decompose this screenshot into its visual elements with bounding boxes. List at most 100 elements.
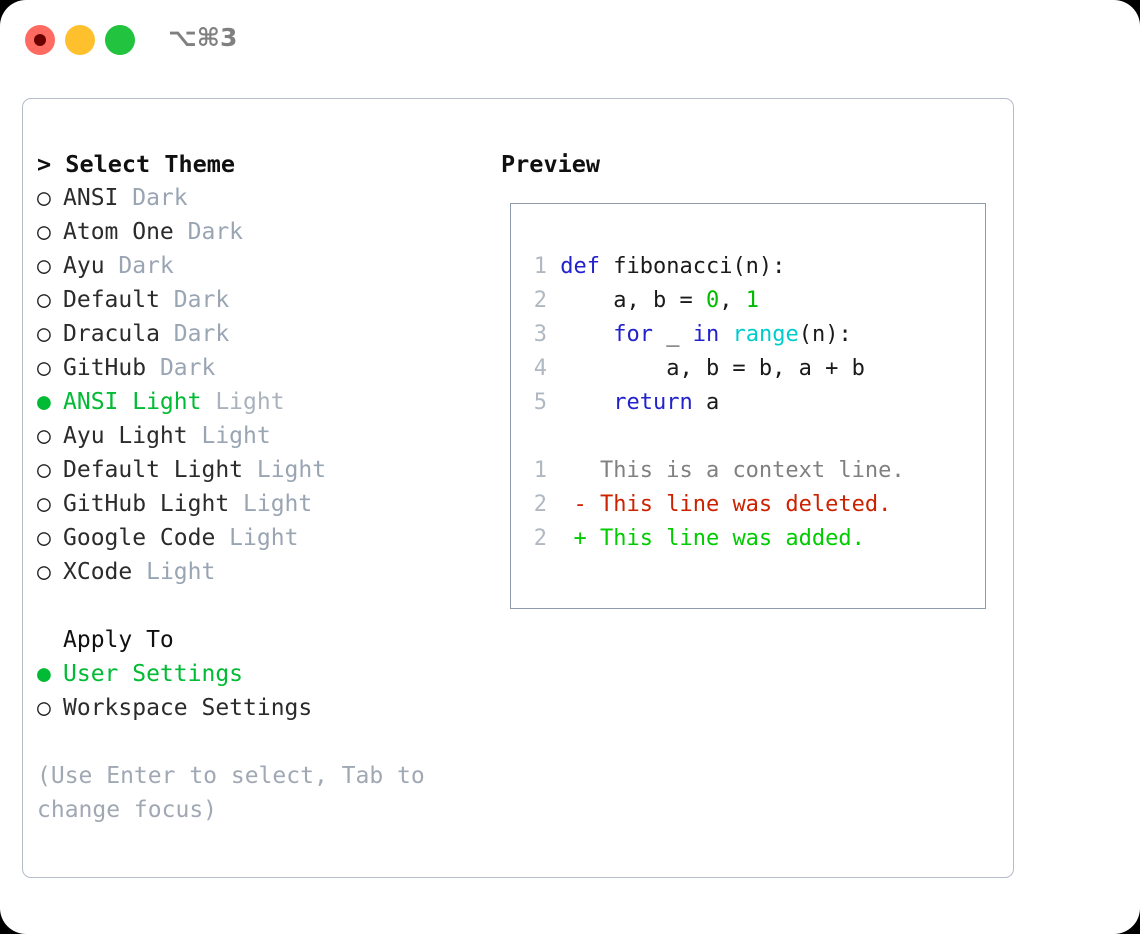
theme-item-name: Google Code (63, 525, 216, 551)
theme-item-name: Default Light (63, 457, 244, 483)
code-token: def (560, 254, 614, 279)
code-token: a, b = b, a + b (560, 356, 865, 381)
record-indicator-dot (34, 34, 46, 46)
theme-item-kind: Dark (159, 287, 230, 313)
theme-item-ayu[interactable]: ○ Ayu Dark (37, 249, 487, 283)
code-token: return (613, 390, 693, 415)
line-number: 3 (533, 322, 547, 347)
diff-line: 2 + This line was added. (521, 522, 905, 556)
radio-unselected-icon: ○ (37, 355, 51, 381)
theme-item-kind: Light (229, 491, 313, 517)
code-token (560, 390, 613, 415)
line-number: 1 (533, 254, 547, 279)
diff-line-text: This is a context line. (573, 458, 905, 483)
line-number: 2 (533, 492, 547, 517)
apply-to-options[interactable]: ● User Settings ○ Workspace Settings (37, 657, 487, 725)
preview-code-box: 1 def fibonacci(n): 2 a, b = 0, 1 3 for _ … (510, 203, 986, 609)
radio-unselected-icon: ○ (37, 219, 51, 245)
line-number: 2 (533, 288, 547, 313)
apply-to-option-workspace-settings[interactable]: ○ Workspace Settings (37, 691, 487, 725)
code-token: in (692, 322, 720, 347)
theme-item-ansi[interactable]: ○ANSI Dark (37, 181, 487, 215)
theme-item-kind: Dark (146, 355, 216, 381)
theme-item-name: Dracula (63, 321, 160, 347)
code-token (719, 322, 732, 347)
title-bar: ⌥⌘3 (0, 0, 1140, 80)
code-token: , (719, 288, 746, 313)
diff-line-text: - This line was deleted. (573, 492, 892, 517)
code-token: fibonacci(n): (613, 254, 786, 279)
code-blank-line (521, 420, 905, 454)
line-number: 1 (533, 458, 547, 483)
preview-column: Preview 1 def fibonacci(n): 2 a, b = 0, 1… (501, 147, 1001, 609)
radio-unselected-icon: ○ (37, 321, 51, 347)
preview-heading: Preview (501, 150, 601, 178)
line-number: 2 (533, 526, 547, 551)
theme-item-name: Ayu (63, 253, 105, 279)
theme-item-default[interactable]: ○Default Dark (37, 283, 487, 317)
diff-line: 2 - This line was deleted. (521, 488, 905, 522)
code-line: 5 return a (521, 386, 905, 420)
radio-selected-icon: ● (37, 389, 51, 415)
code-token: a (692, 390, 720, 415)
code-token: 0 (705, 288, 720, 313)
theme-item-name: Atom One (63, 219, 174, 245)
window-maximize-button[interactable] (105, 25, 135, 55)
code-line: 4 a, b = b, a + b (521, 352, 905, 386)
window-close-button[interactable] (25, 25, 55, 55)
apply-to-option-user-settings[interactable]: ● User Settings (37, 657, 487, 691)
radio-unselected-icon: ○ (37, 695, 51, 721)
theme-item-kind: Dark (104, 253, 174, 279)
theme-item-dracula[interactable]: ○ Dracula Dark (37, 317, 487, 351)
theme-item-name: GitHub Light (63, 491, 230, 517)
apply-to-option-label: User Settings (63, 661, 244, 687)
theme-list[interactable]: ○ANSI Dark○Atom One Dark○Ayu Dark○Defaul… (37, 181, 487, 589)
theme-item-atom-one[interactable]: ○ Atom One Dark (37, 215, 487, 249)
radio-unselected-icon: ○ (37, 491, 51, 517)
radio-unselected-icon: ○ (37, 423, 51, 449)
theme-item-kind: Dark (173, 219, 244, 245)
code-token: (n): (798, 322, 852, 347)
theme-item-name: XCode (63, 559, 133, 585)
theme-item-name: GitHub (63, 355, 147, 381)
code-token: 1 (745, 288, 759, 313)
keyboard-hint-text: (Use Enter to select, Tab to change focu… (37, 763, 425, 823)
apply-to-heading: Apply To (63, 627, 174, 653)
window-minimize-button[interactable] (65, 25, 95, 55)
code-token: _ (652, 322, 693, 347)
radio-unselected-icon: ○ (37, 525, 51, 551)
code-line: 1 def fibonacci(n): (521, 250, 905, 284)
theme-item-name: Ayu Light (63, 423, 188, 449)
radio-unselected-icon: ○ (37, 287, 51, 313)
theme-item-kind: Dark (159, 321, 230, 347)
radio-unselected-icon: ○ (37, 253, 51, 279)
preview-code-content: 1 def fibonacci(n): 2 a, b = 0, 1 3 for _ … (521, 250, 905, 556)
theme-item-default-light[interactable]: ○Default Light Light (37, 453, 487, 487)
theme-item-google-code[interactable]: ○Google Code Light (37, 521, 487, 555)
code-token: range (732, 322, 799, 347)
radio-selected-icon: ● (37, 661, 51, 687)
theme-item-ansi-light[interactable]: ● ANSI Light Light (37, 385, 487, 419)
code-token (560, 322, 613, 347)
theme-selector-column: > Select Theme ○ANSI Dark○Atom One Dark○… (37, 147, 487, 827)
theme-item-kind: Light (187, 423, 271, 449)
theme-selector-heading: > Select Theme (37, 150, 236, 178)
keyboard-shortcut-label: ⌥⌘3 (168, 23, 238, 52)
apply-to-option-label: Workspace Settings (63, 695, 313, 721)
radio-unselected-icon: ○ (37, 185, 51, 211)
code-token: for (613, 322, 653, 347)
theme-item-name: ANSI Light (63, 389, 202, 415)
main-panel: > Select Theme ○ANSI Dark○Atom One Dark○… (22, 98, 1014, 878)
theme-item-github[interactable]: ○ GitHub Dark (37, 351, 487, 385)
theme-item-kind: Light (243, 457, 327, 483)
theme-item-xcode[interactable]: ○XCode Light (37, 555, 487, 589)
theme-item-kind: Dark (118, 185, 188, 211)
theme-item-github-light[interactable]: ○ GitHub Light Light (37, 487, 487, 521)
theme-item-kind: Light (201, 389, 285, 415)
theme-item-kind: Light (132, 559, 216, 585)
line-number: 4 (533, 356, 547, 381)
code-line: 3 for _ in range(n): (521, 318, 905, 352)
code-token: a, b = (560, 288, 706, 313)
theme-item-ayu-light[interactable]: ○ Ayu Light Light (37, 419, 487, 453)
